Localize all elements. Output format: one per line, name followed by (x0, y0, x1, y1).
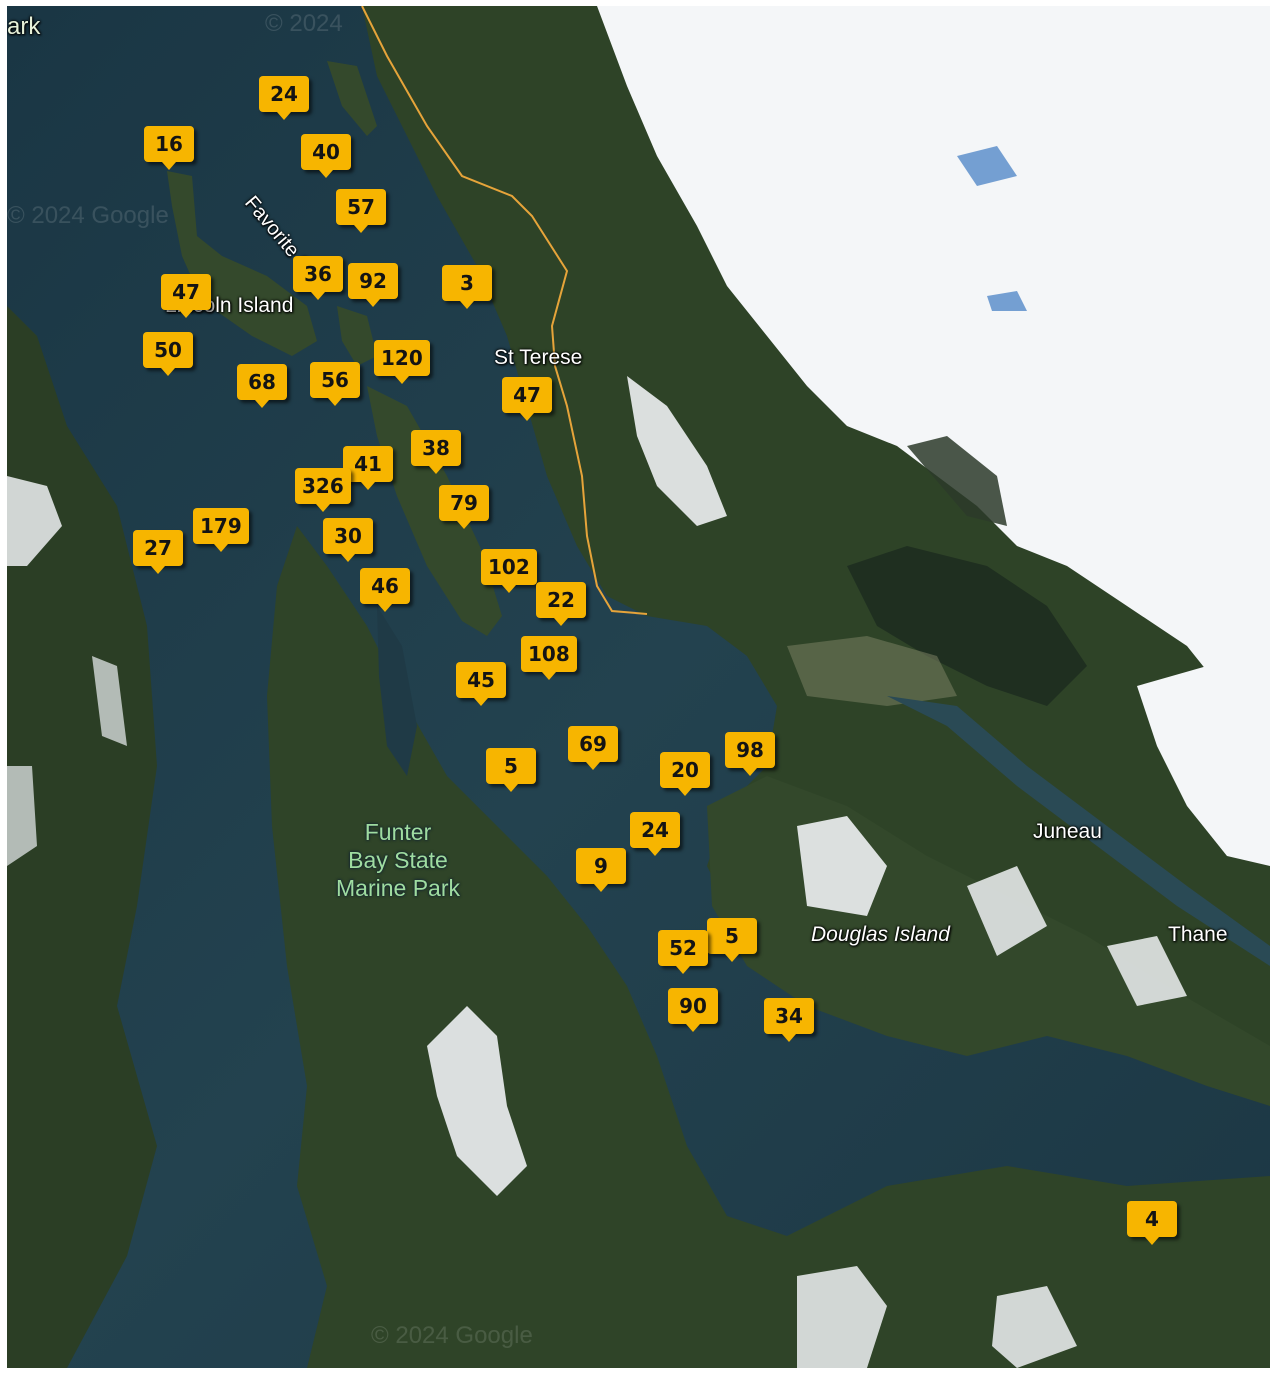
count-marker[interactable]: 108 (521, 636, 577, 680)
west-shore-snow (7, 476, 62, 566)
copyright-watermark: © 2024 Google (371, 1322, 533, 1349)
mountain-snow-east (1137, 666, 1270, 866)
count-marker[interactable]: 102 (481, 549, 537, 593)
west-shore-snow-2 (92, 656, 127, 746)
count-marker[interactable]: 9 (576, 848, 626, 892)
map-terrain[interactable] (7, 6, 1270, 1368)
count-marker[interactable]: 16 (144, 126, 194, 170)
thane-label: Thane (1168, 923, 1228, 946)
count-marker[interactable]: 69 (568, 726, 618, 770)
count-marker[interactable]: 38 (411, 430, 461, 474)
count-marker[interactable]: 47 (161, 274, 211, 318)
icefield-crevasse (957, 146, 1017, 186)
count-marker[interactable]: 50 (143, 332, 193, 376)
douglas-snow-3 (1107, 936, 1187, 1006)
satellite-map[interactable]: ark Lincoln Island Favorite Ch St Terese… (7, 6, 1270, 1368)
count-marker[interactable]: 20 (660, 752, 710, 796)
count-marker[interactable]: 179 (193, 508, 249, 552)
count-marker[interactable]: 92 (348, 263, 398, 307)
count-marker[interactable]: 326 (295, 468, 351, 512)
count-marker[interactable]: 40 (301, 134, 351, 178)
icefield-crevasse-2 (987, 291, 1027, 311)
count-marker[interactable]: 27 (133, 530, 183, 574)
count-marker[interactable]: 90 (668, 988, 718, 1032)
count-marker[interactable]: 30 (323, 518, 373, 562)
funter-bay-park-label: Funter Bay State Marine Park (336, 819, 460, 901)
count-marker[interactable]: 98 (725, 732, 775, 776)
count-marker[interactable]: 57 (336, 189, 386, 233)
douglas-island-label: Douglas Island (811, 923, 950, 946)
count-marker[interactable]: 41 (343, 446, 393, 490)
count-marker[interactable]: 24 (259, 76, 309, 120)
count-marker[interactable]: 46 (360, 568, 410, 612)
count-marker[interactable]: 5 (707, 918, 757, 962)
count-marker[interactable]: 47 (502, 377, 552, 421)
count-marker[interactable]: 3 (442, 265, 492, 309)
mountain-shadow (847, 546, 1087, 706)
mid-islet (337, 306, 377, 366)
count-marker[interactable]: 24 (630, 812, 680, 856)
douglas-snow (797, 816, 887, 916)
west-shore (7, 306, 157, 1368)
west-shore-snow-3 (7, 766, 37, 866)
juneau-label: Juneau (1033, 820, 1102, 843)
st-terese-label: St Terese (494, 346, 583, 369)
park-edge-label: ark (7, 13, 41, 40)
count-marker[interactable]: 56 (310, 362, 360, 406)
copyright-watermark: © 2024 Google (7, 202, 169, 229)
count-marker[interactable]: 22 (536, 582, 586, 626)
count-marker[interactable]: 68 (237, 364, 287, 408)
shelter-island (367, 386, 502, 636)
highway (361, 6, 648, 615)
count-marker[interactable]: 120 (374, 340, 430, 384)
count-marker[interactable]: 36 (293, 256, 343, 300)
icefield-ridge (907, 436, 1007, 526)
copyright-watermark: © 2024 (265, 10, 343, 37)
lincoln-island (167, 171, 317, 356)
douglas-snow-2 (967, 866, 1047, 956)
count-marker[interactable]: 5 (486, 748, 536, 792)
count-marker[interactable]: 79 (439, 485, 489, 529)
juneau-airport (787, 636, 957, 706)
gastineau-channel (887, 696, 1270, 966)
count-marker[interactable]: 52 (658, 930, 708, 974)
mainland-snow-ridge (627, 376, 727, 526)
icefield (597, 6, 1270, 706)
admiralty-snow (427, 1006, 527, 1196)
count-marker[interactable]: 45 (456, 662, 506, 706)
count-marker[interactable]: 34 (764, 998, 814, 1042)
admiralty-inlet (377, 606, 417, 776)
south-snow (797, 1266, 887, 1368)
count-marker[interactable]: 4 (1127, 1201, 1177, 1245)
north-islet (327, 61, 377, 136)
south-snow-2 (992, 1286, 1077, 1368)
